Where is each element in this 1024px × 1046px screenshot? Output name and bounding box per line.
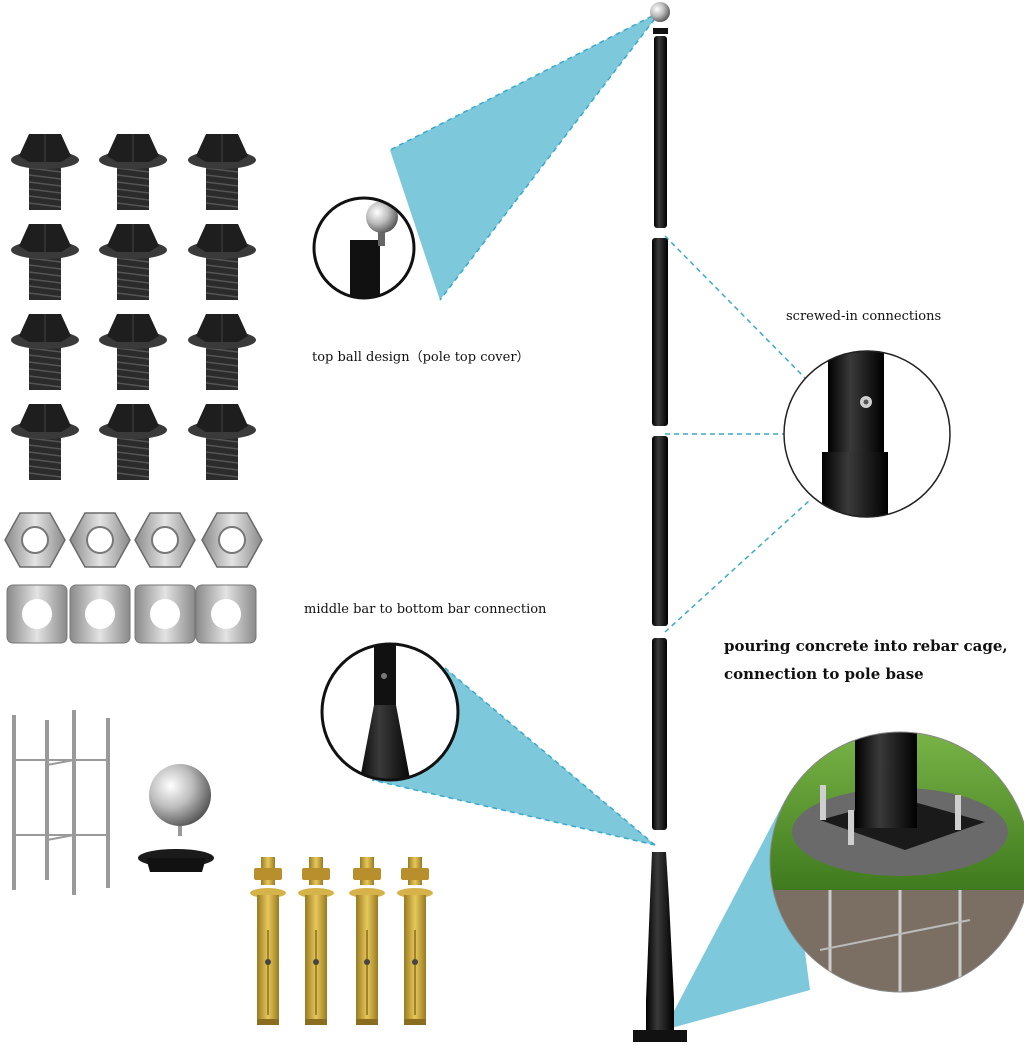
square-washer bbox=[134, 584, 196, 644]
hex-bolt bbox=[99, 224, 167, 300]
flag-pole bbox=[633, 2, 687, 1042]
top-ball-icon bbox=[149, 764, 211, 836]
expansion-anchor bbox=[349, 857, 385, 1025]
hex-nut bbox=[69, 512, 131, 568]
pole-section-3 bbox=[652, 436, 668, 626]
zoom-circle-middle-bottom bbox=[320, 642, 460, 782]
pole-section-2 bbox=[652, 238, 668, 426]
hex-bolt bbox=[11, 134, 79, 210]
hex-bolt bbox=[99, 314, 167, 390]
hex-bolt bbox=[188, 314, 256, 390]
label-middle-bottom-connection: middle bar to bottom bar connection bbox=[304, 602, 547, 617]
hex-bolt bbox=[188, 134, 256, 210]
hex-bolt bbox=[11, 224, 79, 300]
rebar-cage-icon bbox=[12, 710, 110, 895]
hex-bolt bbox=[99, 404, 167, 480]
square-washer bbox=[69, 584, 131, 644]
label-pouring-concrete: pouring concrete into rebar cage, connec… bbox=[724, 632, 1008, 688]
pole-cap-icon bbox=[138, 849, 214, 872]
expansion-anchor-icon bbox=[250, 857, 433, 1025]
callout-line-screw-a bbox=[664, 235, 806, 379]
callout-line-top-a bbox=[389, 11, 661, 151]
pole-section-1 bbox=[654, 36, 667, 228]
callout-line-top-b bbox=[439, 11, 661, 301]
hex-bolt bbox=[188, 404, 256, 480]
expansion-anchor bbox=[397, 857, 433, 1025]
hex-nut bbox=[4, 512, 66, 568]
zoom-circle-top-ball bbox=[312, 196, 416, 300]
square-washer-icon bbox=[6, 584, 257, 644]
hex-nut-icon bbox=[4, 512, 263, 568]
label-pouring-line-2: connection to pole base bbox=[724, 665, 924, 683]
square-washer bbox=[6, 584, 68, 644]
pole-section-4 bbox=[652, 638, 667, 830]
callout-beam-top bbox=[390, 12, 660, 300]
label-pouring-line-1: pouring concrete into rebar cage, bbox=[724, 637, 1008, 655]
hex-nut bbox=[201, 512, 263, 568]
expansion-anchor bbox=[250, 857, 286, 1025]
hex-bolt bbox=[99, 134, 167, 210]
expansion-anchor bbox=[298, 857, 334, 1025]
hex-nut bbox=[134, 512, 196, 568]
pole-top-ball bbox=[650, 2, 670, 22]
callout-line-mid-b bbox=[371, 779, 656, 846]
label-top-ball-design: top ball design（pole top cover） bbox=[312, 350, 530, 365]
hex-bolt bbox=[188, 224, 256, 300]
zoom-circle-screwed-connection bbox=[783, 350, 951, 518]
square-washer bbox=[195, 584, 257, 644]
hex-bolt-icon bbox=[11, 134, 256, 480]
pole-section-bottom bbox=[646, 852, 674, 1030]
hex-bolt bbox=[11, 314, 79, 390]
hex-bolt bbox=[11, 404, 79, 480]
label-screwed-in-connections: screwed-in connections bbox=[786, 309, 942, 324]
callout-line-mid-a bbox=[444, 667, 656, 846]
callout-line-screw-c bbox=[664, 499, 811, 633]
pole-base-plate bbox=[633, 1030, 687, 1042]
